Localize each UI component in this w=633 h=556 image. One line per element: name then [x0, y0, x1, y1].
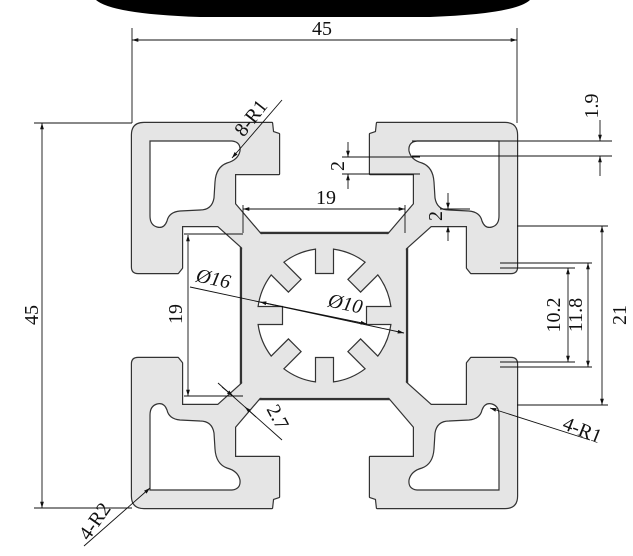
lip-side-label: 2: [425, 211, 447, 221]
slot-mid-label: 11.8: [565, 298, 587, 332]
lip-top-label: 2: [327, 161, 349, 171]
web-thickness-label: 2.7: [262, 401, 293, 433]
slot-lip-label: 1.9: [581, 94, 603, 119]
top-banner: [96, 0, 530, 17]
slot-outer-label: 21: [609, 305, 631, 325]
outer-radius-label: 4-R2: [75, 499, 116, 544]
core-width-label: 19: [316, 187, 336, 209]
core-height-label: 19: [165, 304, 187, 324]
dimension-lines: [34, 28, 612, 547]
height-label: 45: [21, 305, 43, 325]
slot-inner-label: 10.2: [543, 298, 565, 333]
inner-radius-label: 4-R1: [560, 413, 605, 448]
width-label: 45: [312, 18, 332, 40]
